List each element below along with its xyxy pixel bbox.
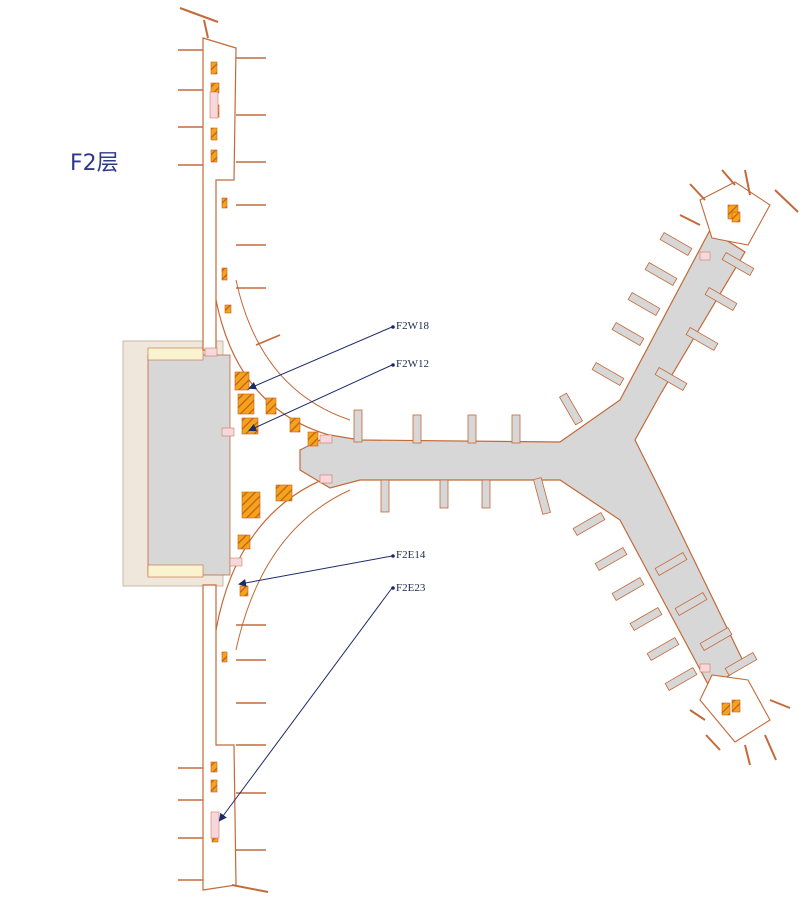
callout-lines xyxy=(218,326,393,822)
south-pier xyxy=(202,584,237,891)
gates-connector-bottom xyxy=(380,477,552,515)
gates-se-branch xyxy=(572,511,758,692)
callout-dots xyxy=(391,325,395,590)
north-pier xyxy=(202,37,237,351)
shop-unit[interactable] xyxy=(731,211,741,223)
shop-unit[interactable] xyxy=(221,267,228,281)
shop-unit[interactable] xyxy=(210,149,218,163)
shop-unit[interactable] xyxy=(221,197,228,209)
callout-line-f2e23 xyxy=(218,587,393,822)
north-curve-corridor xyxy=(215,299,351,441)
callout-label-f2w12[interactable]: F2W12 xyxy=(396,358,429,370)
shop-unit[interactable] xyxy=(210,761,218,773)
shop-unit[interactable] xyxy=(210,82,220,94)
shop-unit[interactable] xyxy=(210,127,218,141)
shop-unit[interactable] xyxy=(221,651,228,663)
callout-line-f2e14 xyxy=(238,555,393,587)
callout-label-f2e14[interactable]: F2E14 xyxy=(396,549,426,561)
se-jetbridges xyxy=(689,699,791,766)
north-pier-stub-2 xyxy=(203,19,209,39)
shop-unit[interactable] xyxy=(307,431,319,447)
shop-unit[interactable] xyxy=(289,417,301,433)
shop-unit[interactable] xyxy=(210,779,218,793)
shop-unit[interactable] xyxy=(265,397,277,415)
north-pier-stub xyxy=(179,7,219,23)
south-pier-jetbridges xyxy=(178,624,266,881)
callout-line-f2w18 xyxy=(248,326,393,390)
ne-jetbridges xyxy=(679,169,799,226)
gates-connector-top xyxy=(353,409,521,444)
north-pier-jetbridges xyxy=(178,49,281,346)
hall-strip-top xyxy=(147,347,204,361)
shop-unit[interactable] xyxy=(237,393,255,415)
east-concourse xyxy=(299,229,746,689)
north-curve-corridor-inner xyxy=(235,279,351,421)
shop-unit[interactable] xyxy=(224,304,232,314)
shop-unit[interactable] xyxy=(241,491,261,519)
callout-label-f2e23[interactable]: F2E23 xyxy=(396,582,426,594)
shop-unit[interactable] xyxy=(239,585,249,597)
floor-label: F2层 xyxy=(70,151,119,176)
shop-unit[interactable] xyxy=(241,417,259,435)
shop-unit[interactable] xyxy=(731,699,741,713)
gates-ne-branch xyxy=(558,231,755,426)
shop-unit[interactable] xyxy=(275,484,293,502)
main-hall xyxy=(147,354,231,576)
shop-unit[interactable] xyxy=(721,702,731,716)
shop-unit[interactable] xyxy=(234,371,250,391)
callout-label-f2w18[interactable]: F2W18 xyxy=(396,320,429,332)
callout-line-f2w12 xyxy=(248,364,393,432)
hall-strip-bottom xyxy=(147,564,204,578)
south-curve-corridor-inner xyxy=(235,489,351,651)
service-boxes xyxy=(204,91,711,839)
south-pier-stub xyxy=(231,884,269,893)
shop-unit[interactable] xyxy=(210,61,218,75)
shop-unit[interactable] xyxy=(237,534,251,550)
